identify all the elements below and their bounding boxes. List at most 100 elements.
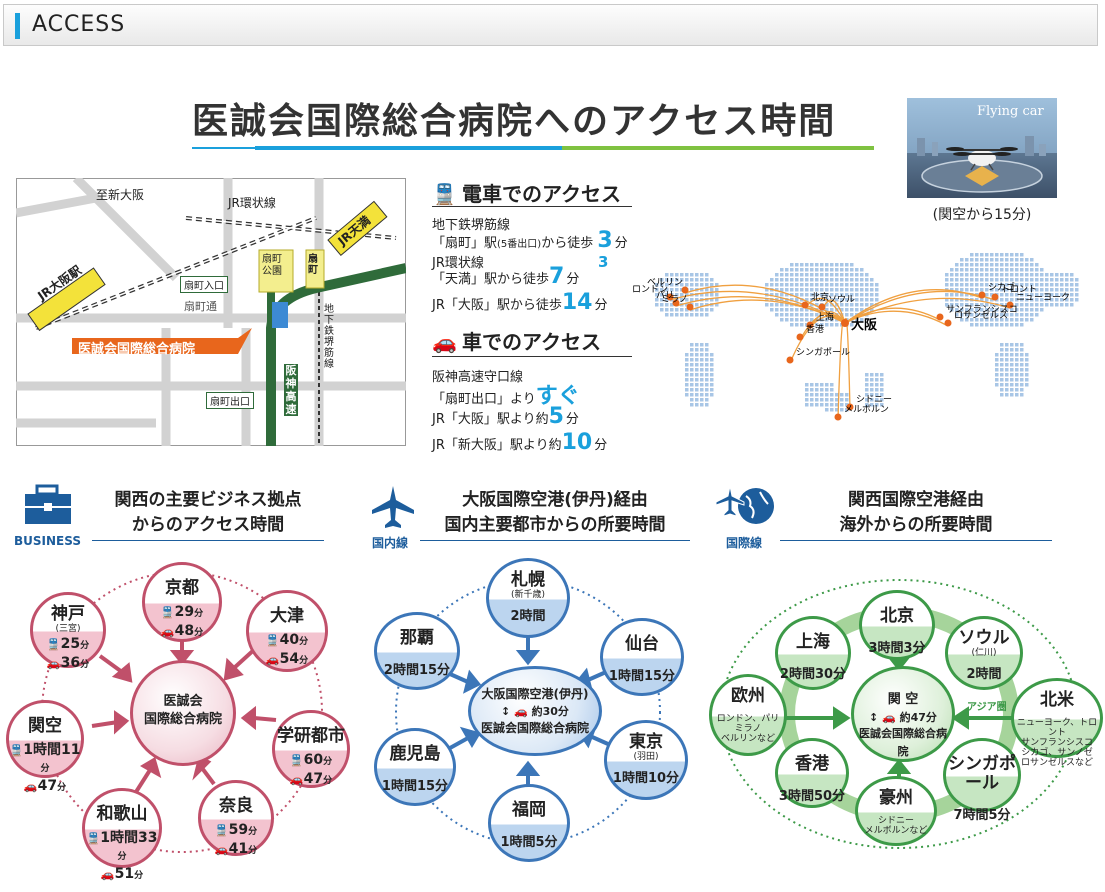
business-rule [92, 540, 324, 541]
map-label-ogimachi-dori: 扇町通 [184, 300, 217, 313]
node-sub: ロンドン、パリ ミラノ ベルリンなど [716, 714, 780, 744]
train-icon: 🚆 [46, 638, 61, 651]
train-icon: 🚆 [9, 744, 24, 757]
node-name: 和歌山 [96, 804, 148, 824]
train-time: 🚆29分 [160, 604, 204, 620]
node-name: 豪州 [879, 788, 913, 808]
city-label: 香港 [806, 323, 824, 335]
train-time: 🚆59分 [214, 822, 258, 838]
page-title: 医誠会国際総合病院へのアクセス時間 [192, 101, 837, 142]
car-icon: 🚗 [23, 780, 38, 793]
map-label-jr-loop: JR環状線 [228, 196, 276, 210]
train-icon: 🚆 [160, 606, 175, 619]
flight-time: 1時間5分 [500, 835, 558, 850]
domestic-badge: 国内線 [372, 536, 409, 550]
train-icon: 🚆 [289, 754, 304, 767]
car-icon: 🚗 [432, 330, 457, 354]
node-name: ソウル [958, 628, 1010, 648]
flight-time: 2時間 [510, 609, 546, 624]
city-marker-icon [991, 293, 999, 301]
section-header: ACCESS [3, 4, 1098, 46]
domestic-title: 大阪国際空港(伊丹)経由国内主要都市からの所要時間 [444, 490, 666, 535]
city-marker-icon [978, 291, 986, 299]
train-icon: 🚆 [432, 182, 457, 206]
node-sub: (羽田) [633, 752, 659, 762]
city-marker-icon [801, 301, 809, 309]
business-badge: BUSINESS [14, 534, 81, 548]
city-label: サンフランシスコ [946, 304, 1018, 315]
international-center: 関 空 ↕ 🚗 約47分 医誠会国際総合病院 [851, 666, 955, 762]
international-rule [780, 540, 1052, 541]
node-name: 大津 [270, 606, 304, 626]
train-time: 🚆25分 [46, 636, 90, 652]
map-label-ogimachi: 扇町 [308, 254, 318, 276]
flight-time: 2時間 [966, 667, 1002, 682]
city-label: 上海 [816, 311, 834, 323]
briefcase-icon [15, 484, 85, 540]
car-r1-top: 阪神高速守口線 [432, 370, 524, 385]
international-title: 関西国際空港経由海外からの所要時間 [839, 490, 993, 535]
train-icon: 🚆 [265, 634, 280, 647]
node-name: 京都 [165, 578, 199, 598]
node-business-nodes-6: 神戸(三宮)🚆25分🚗36分 [30, 592, 106, 671]
flight-time: 2時間15分 [383, 663, 451, 678]
city-label: トロント [1001, 285, 1037, 295]
hub-label: 大阪 [851, 317, 878, 333]
car-icon: 🚗 [289, 773, 304, 786]
city-label: メルボルン [844, 404, 889, 415]
city-marker-icon [806, 321, 814, 329]
train-r2-top: JR環状線 3 [432, 253, 609, 271]
node-domestic-nodes-2: 東京(羽田)1時間10分 [604, 720, 688, 800]
flight-time: 7時間5分 [953, 808, 1011, 823]
city-marker-icon [846, 403, 854, 411]
car-icon: 🚗 [46, 657, 61, 670]
node-sub: (仁川) [971, 648, 997, 658]
map-label-ogimachi-park: 扇町公園 [262, 254, 282, 277]
train-time: 🚆1時間11分 [9, 742, 81, 774]
car-time: 🚗48分 [160, 623, 204, 639]
city-marker-icon [834, 413, 842, 421]
business-center: 医誠会 国際総合病院 [130, 660, 236, 766]
node-name: 仙台 [625, 634, 659, 654]
asia-label: アジア圏 [967, 702, 1007, 713]
train-time: 🚆40分 [265, 632, 309, 648]
train-rule [432, 206, 632, 207]
node-name: 那覇 [400, 628, 434, 648]
node-name: 関空 [28, 716, 62, 736]
flight-time: 1時間15分 [381, 779, 449, 794]
node-business-nodes-1: 大津 🚆40分 🚗54分 [246, 590, 328, 672]
city-marker-icon [818, 303, 826, 311]
car-time: 🚗54分 [265, 651, 309, 667]
city-label: ソウル [828, 294, 855, 305]
node-name: 神戸 [51, 604, 85, 624]
map-label-shinosaka: 至新大阪 [96, 188, 145, 202]
train-r1-top: 地下鉄堺筋線 [432, 218, 511, 233]
node-name: 香港 [795, 754, 829, 774]
city-label: パリ [656, 290, 674, 301]
node-name: 札幌 [511, 570, 545, 590]
map-label-hanshin: 阪神高速 [284, 364, 298, 416]
node-business-nodes-5: 関空🚆1時間11分🚗47分 [6, 700, 84, 794]
flying-car-caption: (関空から15分) [932, 207, 1032, 223]
node-business-nodes-2: 学研都市🚆60分🚗47分 [272, 710, 350, 788]
node-sub: (三宮) [55, 624, 81, 634]
header-accent [15, 13, 20, 39]
car-icon: 🚗 [265, 653, 280, 666]
domestic-diagram: 大阪国際空港(伊丹) ↕ 🚗 約30分 医誠会国際総合病院 札幌(新千歳)2時間… [370, 548, 705, 892]
node-business-nodes-3: 奈良🚆59分🚗41分 [198, 780, 274, 857]
node-name: 学研都市 [277, 726, 345, 746]
header-title: ACCESS [32, 12, 126, 37]
car-time: 🚗41分 [214, 841, 258, 857]
node-business-nodes-0: 京都 🚆29分 🚗48分 [142, 562, 222, 642]
node-sub: ニューヨーク、トロント サンフランシスコ シカゴ、サンノゼ ロサンゼルスなど [1016, 718, 1098, 768]
map-label-ogimachi-exit: 扇町出口 [206, 392, 254, 409]
